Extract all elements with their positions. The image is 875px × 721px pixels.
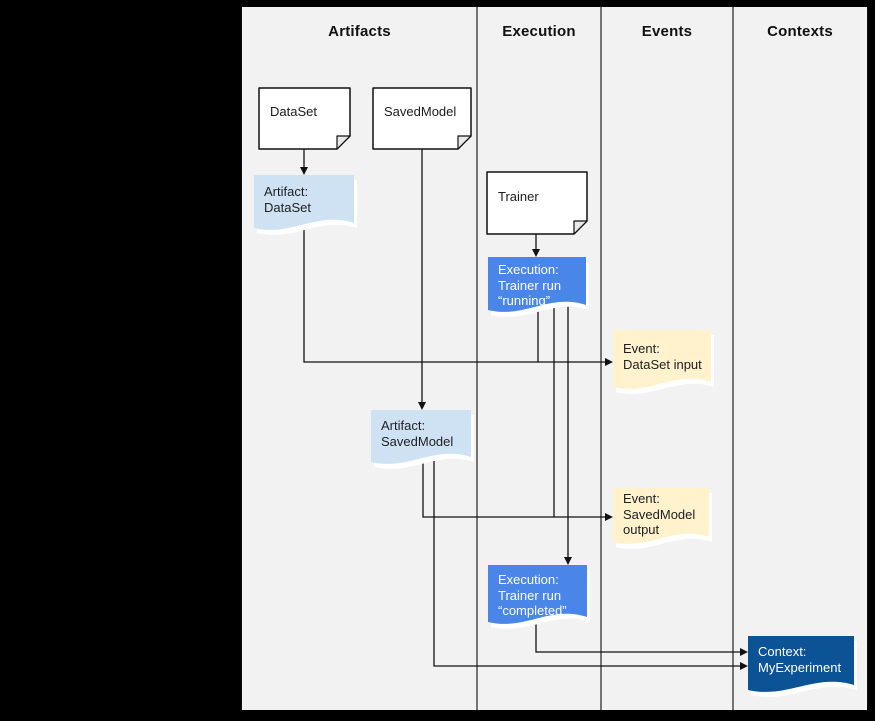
column-header-artifacts: Artifacts: [328, 23, 391, 40]
tape-shape: [254, 175, 357, 235]
node-label: Event: SavedModel output: [623, 491, 696, 537]
node-trainer-document: Trainer: [486, 171, 588, 235]
folded-corner-icon: [573, 220, 588, 235]
node-context-myexperiment: Context: MyExperiment: [748, 636, 858, 703]
arrowhead-icon: [605, 513, 613, 521]
connector-layer: [300, 7, 748, 710]
tape-shape: [613, 330, 714, 394]
tape-shape: [613, 488, 712, 549]
arrowhead-icon: [532, 249, 540, 257]
node-label: Artifact: DataSet: [264, 184, 311, 215]
arrowhead-icon: [605, 358, 613, 366]
diagram-canvas: Artifacts Execution Events Contexts: [241, 7, 868, 710]
node-artifact-savedmodel: Artifact: SavedModel: [371, 410, 475, 476]
node-label: Artifact: SavedModel: [381, 418, 454, 449]
edge-completed-to-context: [535, 615, 740, 653]
node-execution-running: Execution: Trainer run “running”: [488, 257, 590, 323]
node-label: DataSet: [270, 104, 317, 119]
tape-shape: [371, 410, 474, 469]
arrowhead-icon: [740, 662, 748, 670]
arrowhead-icon: [740, 648, 748, 656]
node-label: SavedModel: [384, 104, 457, 119]
tape-shape: [488, 565, 590, 629]
folded-corner-icon: [457, 135, 472, 150]
arrowhead-icon: [564, 557, 572, 565]
folded-corner-icon: [336, 135, 351, 150]
node-label: Event: DataSet input: [623, 341, 702, 372]
arrowhead-icon: [300, 167, 308, 175]
node-label: Execution: Trainer run “completed”: [498, 572, 567, 618]
node-savedmodel-document: SavedModel: [372, 87, 472, 150]
edge-artifact-dataset-to-event: [303, 221, 605, 363]
node-event-savedmodel-output: Event: SavedModel output: [613, 488, 713, 555]
column-header-events: Events: [641, 23, 693, 40]
node-artifact-dataset: Artifact: DataSet: [254, 175, 358, 241]
document-shape: [486, 171, 588, 235]
tape-shape: [748, 636, 857, 697]
node-label: Context: MyExperiment: [758, 644, 842, 675]
edge-artifact-savedmodel-to-event: [422, 455, 605, 518]
column-header-execution: Execution: [502, 23, 576, 40]
document-shape: [372, 87, 472, 150]
node-dataset-document: DataSet: [258, 87, 351, 150]
tape-shape: [488, 257, 589, 317]
arrowhead-icon: [418, 402, 426, 410]
node-label: Execution: Trainer run “running”: [498, 262, 562, 308]
document-shape: [258, 87, 351, 150]
edge-artifact-savedmodel-to-context: [433, 455, 740, 667]
column-header-contexts: Contexts: [767, 23, 833, 40]
node-event-dataset-input: Event: DataSet input: [613, 330, 715, 400]
node-execution-completed: Execution: Trainer run “completed”: [488, 565, 591, 635]
node-label: Trainer: [498, 188, 539, 204]
